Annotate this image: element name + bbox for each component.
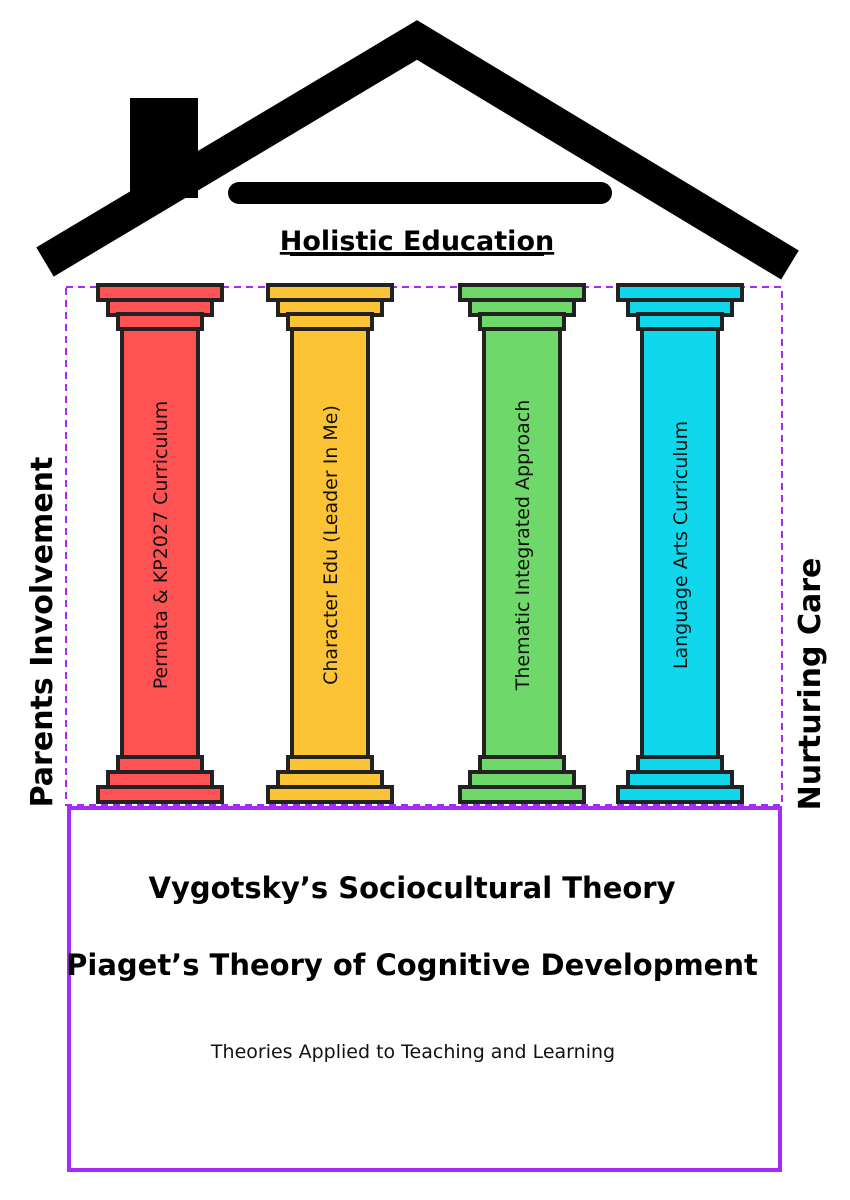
pillar-capital [458,283,586,302]
pillar-capital [478,312,566,331]
pillar-base [106,770,214,789]
pillar-base [458,785,586,804]
pillar-capital [286,312,374,331]
pillar-label: Language Arts Curriculum [670,421,692,669]
roof-beam [228,182,612,204]
pillar-base [266,785,394,804]
pillar-base [276,770,384,789]
roof [36,20,799,280]
pillar: Thematic Integrated Approach [458,283,586,804]
pillar-capital [96,283,224,302]
pillar-shaft [640,326,720,760]
pillar-base [116,755,204,774]
foundation-caption: Theories Applied to Teaching and Learnin… [210,1041,615,1063]
theory-vygotsky: Vygotsky’s Sociocultural Theory [149,871,676,905]
pillar-base [468,770,576,789]
pillar: Permata & KP2027 Curriculum [96,283,224,804]
pillar-base [478,755,566,774]
side-label-left: Parents Involvement [25,457,60,808]
pillar-capital [116,312,204,331]
pillar-frame [65,286,783,806]
pillar: Character Edu (Leader In Me) [266,283,394,804]
pillar: Language Arts Curriculum [616,283,744,804]
pillar-base [636,755,724,774]
side-label-right: Nurturing Care [793,558,828,811]
theory-piaget: Piaget’s Theory of Cognitive Development [66,948,758,982]
pillar-base [286,755,374,774]
pillar-capital [266,283,394,302]
pillar-base [616,785,744,804]
roof-title: Holistic Education [280,226,554,257]
pillar-label: Thematic Integrated Approach [512,400,534,692]
pillar-shaft [290,326,370,760]
pillar-capital [636,312,724,331]
pillar-label: Character Edu (Leader In Me) [320,405,342,685]
pillar-base [96,785,224,804]
pillar-capital [616,283,744,302]
pillar-base [626,770,734,789]
pillar-label: Permata & KP2027 Curriculum [150,401,172,690]
foundation-box [67,806,782,1172]
